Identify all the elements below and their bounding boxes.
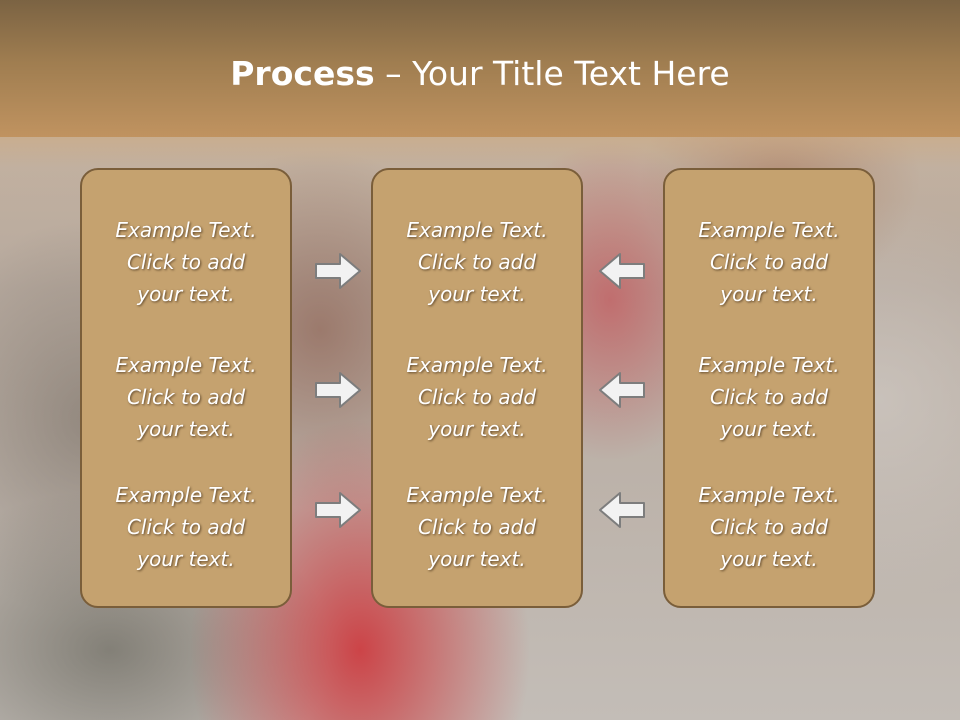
text-block[interactable]: Example Text. Click to add your text. [665,214,873,310]
text-line: Example Text. [698,483,840,507]
arrow-right-icon [314,490,362,530]
arrow-left-icon [598,490,646,530]
text-line: your text. [720,547,818,571]
text-line: Example Text. [115,218,257,242]
right-panel[interactable]: Example Text. Click to add your text. Ex… [663,168,875,608]
text-line: Example Text. [115,483,257,507]
text-line: your text. [720,417,818,441]
text-line: Click to add [126,515,246,539]
text-block[interactable]: Example Text. Click to add your text. [82,479,290,575]
title-bar [0,0,960,137]
text-line: Click to add [709,515,829,539]
text-line: Click to add [126,385,246,409]
text-line: Example Text. [698,218,840,242]
arrow-left-icon [598,370,646,410]
text-line: Click to add [417,385,537,409]
text-line: your text. [428,282,526,306]
text-block[interactable]: Example Text. Click to add your text. [373,479,581,575]
text-line: Example Text. [406,353,548,377]
text-block[interactable]: Example Text. Click to add your text. [665,349,873,445]
text-line: your text. [720,282,818,306]
left-panel[interactable]: Example Text. Click to add your text. Ex… [80,168,292,608]
text-line: Click to add [126,250,246,274]
arrow-right-icon [314,370,362,410]
text-block[interactable]: Example Text. Click to add your text. [373,214,581,310]
text-line: Click to add [417,515,537,539]
text-block[interactable]: Example Text. Click to add your text. [373,349,581,445]
text-line: Click to add [709,385,829,409]
text-line: Example Text. [115,353,257,377]
text-line: Click to add [709,250,829,274]
arrow-right-icon [314,251,362,291]
text-line: your text. [137,282,235,306]
text-line: Click to add [417,250,537,274]
text-line: your text. [428,547,526,571]
text-line: Example Text. [406,483,548,507]
text-block[interactable]: Example Text. Click to add your text. [82,214,290,310]
center-panel[interactable]: Example Text. Click to add your text. Ex… [371,168,583,608]
text-line: your text. [428,417,526,441]
text-line: your text. [137,547,235,571]
text-line: your text. [137,417,235,441]
slide-title[interactable]: Process – Your Title Text Here [0,52,960,96]
title-rest: – Your Title Text Here [374,54,730,93]
text-line: Example Text. [698,353,840,377]
title-bold: Process [230,54,375,93]
title-bar-fade [0,137,960,167]
text-line: Example Text. [406,218,548,242]
text-block[interactable]: Example Text. Click to add your text. [665,479,873,575]
arrow-left-icon [598,251,646,291]
text-block[interactable]: Example Text. Click to add your text. [82,349,290,445]
